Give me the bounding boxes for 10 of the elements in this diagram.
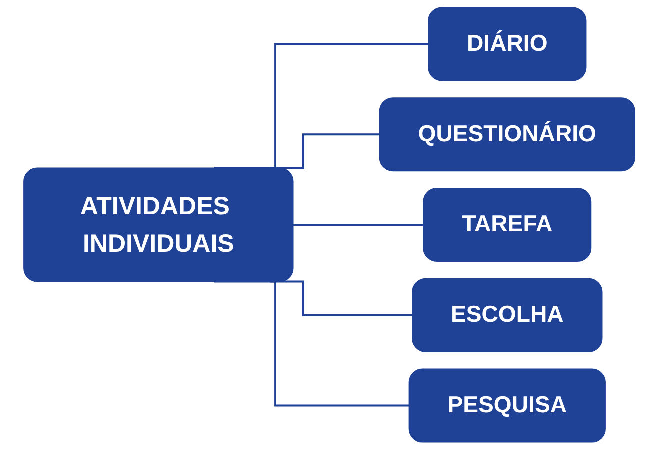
node-box: DIÁRIO (428, 7, 587, 82)
node-box: PESQUISA (408, 368, 606, 443)
node-box: QUESTIONÁRIO (379, 98, 636, 172)
connector (293, 224, 424, 226)
node-box: TAREFA (423, 188, 592, 262)
connector (214, 280, 410, 407)
connector (270, 134, 380, 170)
node-box: ATIVIDADES INDIVIDUAIS (24, 168, 294, 282)
connector (214, 43, 429, 170)
node-box: ESCOLHA (412, 278, 603, 352)
